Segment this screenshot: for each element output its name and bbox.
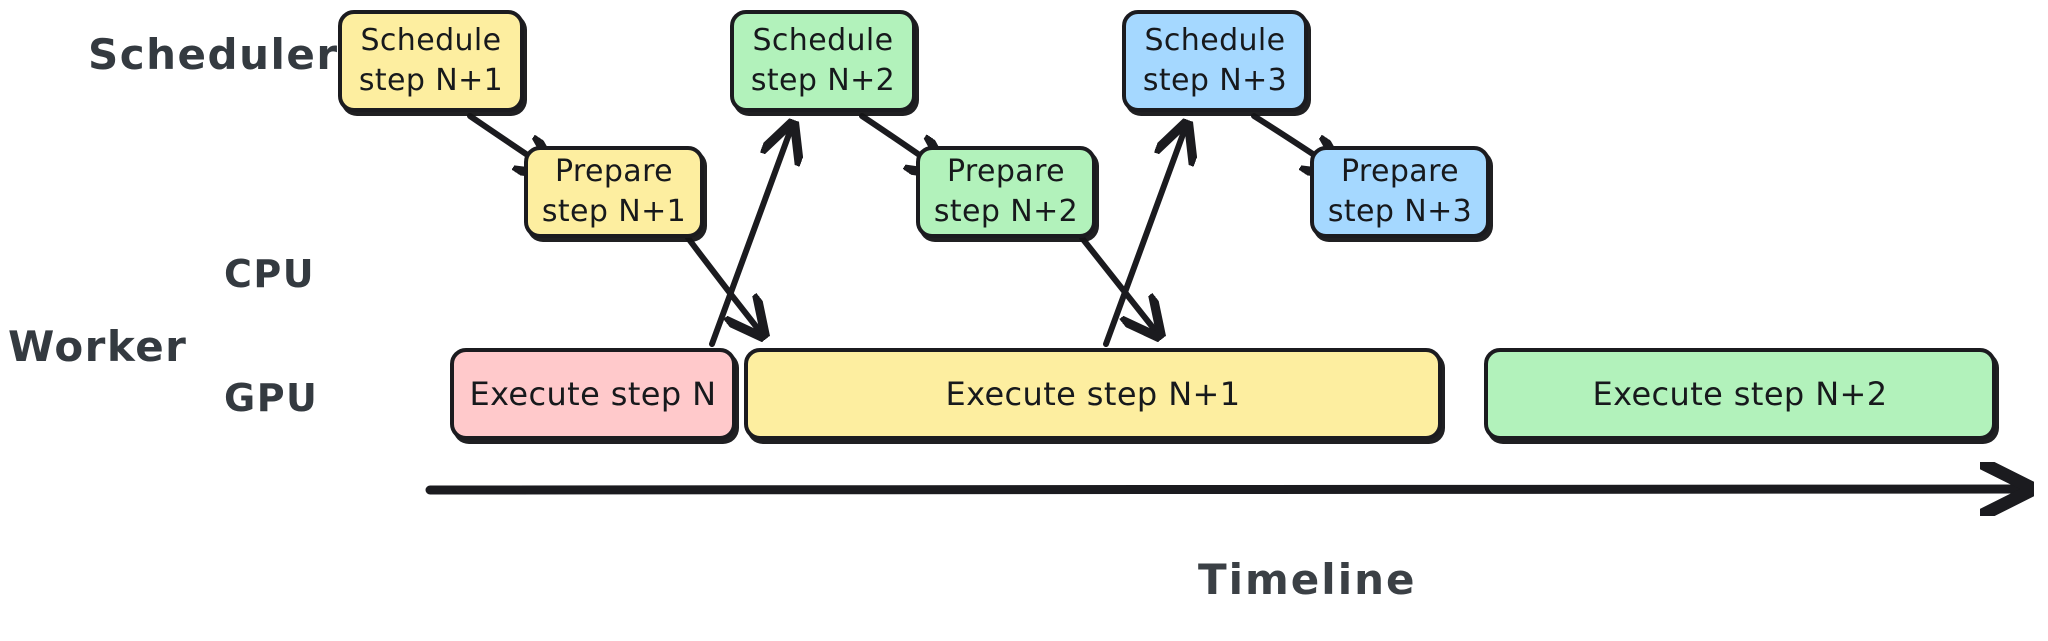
scheduler-row-label: Scheduler [88,30,339,79]
cpu-row-label: CPU [224,252,316,296]
scheduler-node-1[interactable]: Schedule step N+2 [730,10,916,112]
scheduler-node-2[interactable]: Schedule step N+3 [1122,10,1308,112]
gpu-row-label: GPU [224,376,319,420]
node-label-line2: step N+1 [541,194,687,229]
timeline-axis-label: Timeline [1198,555,1417,604]
node-label: Execute step N+2 [1592,374,1888,413]
node-label-line1: Schedule [360,23,502,58]
node-label: Execute step N+1 [945,374,1241,413]
cpu-node-0[interactable]: Prepare step N+1 [524,146,704,238]
node-label-line1: Schedule [1144,23,1286,58]
node-label: Execute step N [469,374,717,413]
gpu-node-2[interactable]: Execute step N+2 [1484,348,1996,440]
node-label-line1: Prepare [1340,154,1460,189]
node-label-line2: step N+3 [1327,194,1473,229]
node-label-line1: Prepare [554,154,674,189]
node-label-line1: Schedule [752,23,894,58]
worker-group-label: Worker [8,322,188,371]
gpu-node-0[interactable]: Execute step N [450,348,736,440]
node-label-line2: step N+3 [1142,63,1288,98]
cpu-node-2[interactable]: Prepare step N+3 [1310,146,1490,238]
node-label-line2: step N+1 [358,63,504,98]
node-label-line2: step N+2 [933,194,1079,229]
node-label-line1: Prepare [946,154,1066,189]
cpu-node-1[interactable]: Prepare step N+2 [916,146,1096,238]
scheduler-node-0[interactable]: Schedule step N+1 [338,10,524,112]
gpu-node-1[interactable]: Execute step N+1 [744,348,1442,440]
node-label-line2: step N+2 [750,63,896,98]
